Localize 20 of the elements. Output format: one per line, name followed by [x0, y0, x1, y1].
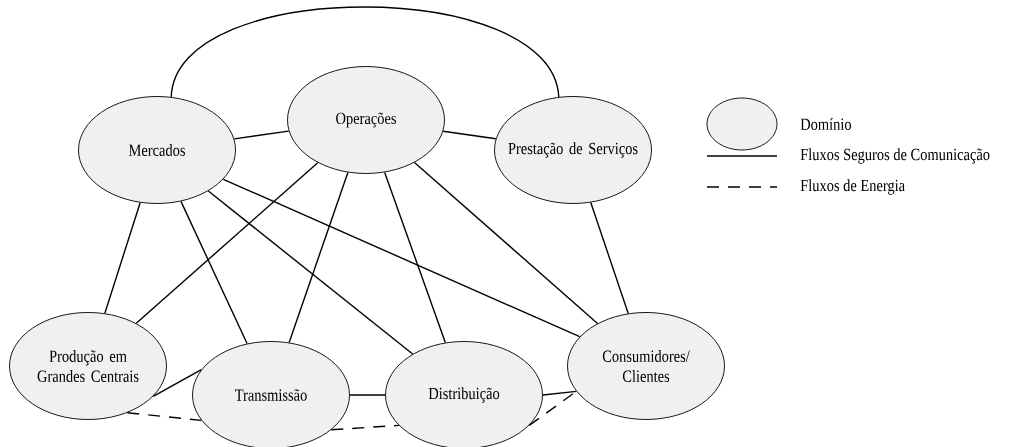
connector-line — [104, 202, 141, 314]
connector-line — [135, 162, 319, 324]
legend-label: Domínio — [800, 118, 851, 130]
connector-line — [233, 130, 290, 140]
connector-line — [207, 190, 414, 355]
connector-line — [384, 171, 447, 344]
connector-line — [222, 178, 581, 338]
connector-line — [349, 394, 386, 396]
arc-connector — [170, 6, 560, 98]
dashed-line — [330, 424, 400, 431]
connector-line — [288, 171, 349, 344]
dashed-line — [126, 412, 203, 422]
connector-line — [180, 200, 248, 345]
connector-line — [590, 201, 629, 315]
legend-label: Fluxos de Energia — [800, 179, 905, 195]
connector-line — [442, 130, 497, 140]
legend-label: Fluxos Seguros de Comunicação — [800, 148, 990, 164]
connector-line — [413, 161, 599, 325]
connector-line — [542, 390, 578, 396]
connector-line — [152, 368, 203, 398]
